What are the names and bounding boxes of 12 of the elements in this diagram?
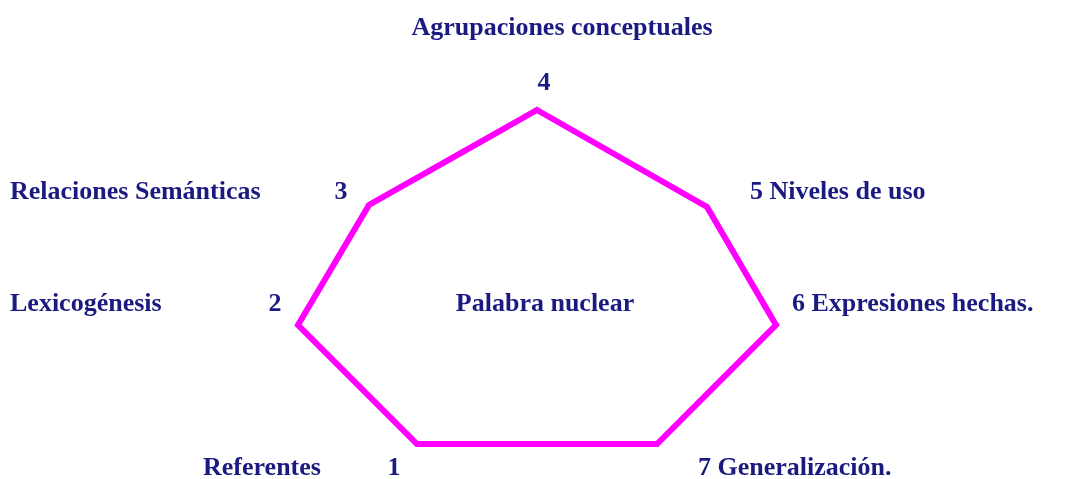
vertex-number: 3 [334, 176, 348, 206]
category-label: 7 Generalización. [698, 452, 892, 479]
category-label: Agrupaciones conceptuales [411, 12, 713, 42]
vertex-number: 1 [387, 452, 401, 479]
category-label: Relaciones Semánticas [10, 176, 261, 206]
category-label: Referentes [203, 452, 321, 479]
category-label: 6 Expresiones hechas. [792, 288, 1034, 318]
center-label: Palabra nuclear [455, 288, 635, 318]
vertex-number: 2 [268, 288, 282, 318]
category-label: Lexicogénesis [10, 288, 162, 318]
vertex-number: 4 [537, 67, 551, 97]
category-label: 5 Niveles de uso [750, 176, 926, 206]
